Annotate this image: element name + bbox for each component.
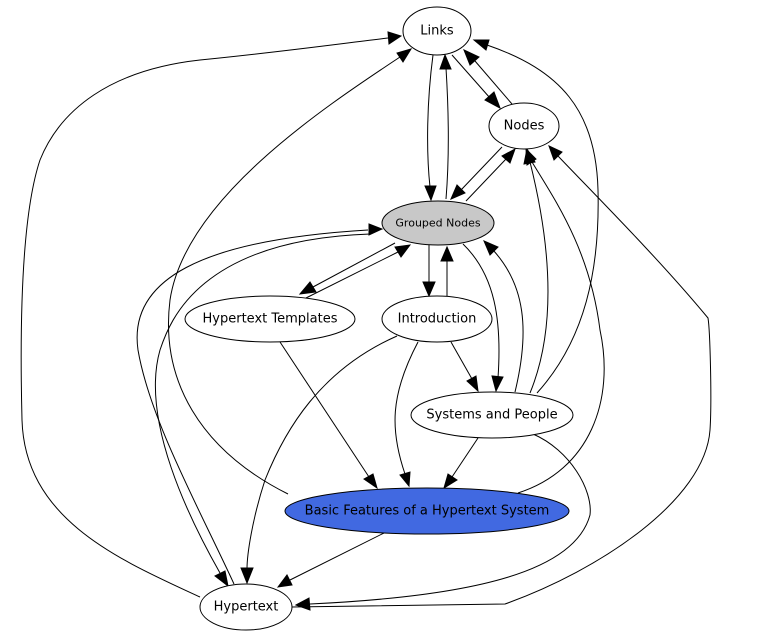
edge-systems-to-hypertext: [309, 433, 591, 605]
edge-nodes-to-grouped: [460, 146, 503, 191]
edge-links-to-grouped: [427, 54, 434, 188]
edge-nodes-to-grouped-arrowhead: [450, 184, 466, 200]
edge-basic-to-nodes: [517, 161, 605, 494]
edge-introduction-to-hypertext-arrowhead: [240, 567, 254, 585]
edge-introduction-to-basic-arrowhead: [399, 471, 411, 488]
edge-grouped-to-hypertext-arrowhead: [214, 570, 229, 588]
node-systems-and-people-label: Systems and People: [426, 408, 557, 423]
node-grouped-nodes[interactable]: Grouped Nodes: [381, 200, 495, 246]
edge-introduction-to-hypertext: [246, 335, 398, 570]
edge-basic-to-links-arrowhead: [396, 48, 413, 63]
node-hypertext-templates-shape: [184, 295, 356, 343]
edge-grouped-to-templates: [312, 242, 396, 288]
edge-basic-to-links: [168, 56, 401, 495]
node-grouped-nodes-label: Grouped Nodes: [395, 217, 480, 230]
edge-templates-to-basic: [279, 341, 370, 478]
node-basic-features-label: Basic Features of a Hypertext System: [305, 504, 550, 519]
edge-templates-to-grouped: [305, 251, 399, 299]
edge-basic-to-hypertext: [289, 532, 385, 581]
node-introduction[interactable]: Introduction: [381, 295, 493, 343]
edge-introduction-to-systems-arrowhead: [466, 375, 479, 393]
node-hypertext[interactable]: Hypertext: [199, 583, 293, 631]
node-hypertext-label: Hypertext: [214, 600, 279, 615]
node-basic-features-shape: [284, 487, 570, 535]
edge-grouped-to-templates-arrowhead: [298, 281, 317, 295]
edge-hypertext-to-grouped: [136, 229, 369, 585]
edge-grouped-to-hypertext: [155, 233, 371, 574]
edge-nodes-to-links: [474, 60, 513, 105]
edge-hypertext-to-links-arrowhead: [387, 31, 403, 45]
edge-grouped-to-links: [445, 67, 449, 200]
edge-introduction-to-systems: [450, 341, 473, 380]
edge-grouped-to-systems-arrowhead: [491, 375, 504, 393]
edge-templates-to-grouped-arrowhead: [394, 244, 412, 258]
node-links-shape: [402, 6, 472, 56]
node-introduction-shape: [381, 295, 493, 343]
node-links[interactable]: Links: [402, 6, 472, 56]
node-hypertext-shape: [199, 583, 293, 631]
node-grouped-nodes-shape: [381, 200, 495, 246]
edge-systems-to-grouped-arrowhead: [483, 240, 499, 256]
edge-hypertext-to-nodes-arrowhead: [548, 145, 563, 161]
edge-hypertext-to-grouped-arrowhead: [368, 223, 384, 236]
node-nodes-label: Nodes: [504, 119, 545, 134]
edge-introduction-to-basic: [394, 341, 419, 475]
edge-grouped-to-nodes: [465, 158, 507, 202]
edge-basic-to-hypertext-arrowhead: [276, 574, 293, 588]
node-systems-and-people-shape: [410, 391, 574, 439]
node-hypertext-templates[interactable]: Hypertext Templates: [184, 295, 356, 343]
edge-layer: [20, 31, 712, 611]
node-basic-features[interactable]: Basic Features of a Hypertext System: [284, 487, 570, 535]
edge-systems-to-links-arrowhead: [472, 39, 490, 51]
edge-links-to-grouped-arrowhead: [424, 185, 437, 202]
edge-introduction-to-grouped-arrowhead: [440, 245, 454, 262]
edge-nodes-to-links-arrowhead: [463, 49, 480, 66]
node-introduction-label: Introduction: [398, 312, 477, 327]
edge-systems-to-hypertext-arrowhead: [294, 597, 311, 611]
edge-templates-to-basic-arrowhead: [363, 473, 378, 490]
edge-systems-to-nodes: [529, 161, 549, 394]
edge-hypertext-to-links: [20, 37, 389, 598]
node-links-label: Links: [420, 24, 454, 39]
edge-systems-to-links: [486, 44, 599, 394]
edge-grouped-to-nodes-arrowhead: [501, 147, 516, 164]
edge-systems-to-basic-arrowhead: [443, 473, 458, 490]
edge-grouped-to-introduction-arrowhead: [422, 281, 436, 298]
node-layer: Links Nodes Grouped Nodes Hypertext Temp…: [184, 6, 574, 631]
node-hypertext-templates-label: Hypertext Templates: [203, 312, 338, 327]
edge-hypertext-to-nodes: [291, 155, 712, 608]
node-nodes-shape: [488, 102, 560, 150]
edge-grouped-to-systems: [462, 243, 500, 379]
node-systems-and-people[interactable]: Systems and People: [410, 391, 574, 439]
edge-systems-to-grouped: [492, 249, 524, 393]
edge-systems-to-basic: [451, 437, 479, 478]
node-nodes[interactable]: Nodes: [488, 102, 560, 150]
edge-links-to-nodes-arrowhead: [484, 91, 501, 110]
edge-links-to-nodes: [451, 54, 491, 99]
edge-grouped-to-links-arrowhead: [439, 53, 452, 70]
edge-basic-to-nodes-arrowhead: [525, 147, 537, 166]
